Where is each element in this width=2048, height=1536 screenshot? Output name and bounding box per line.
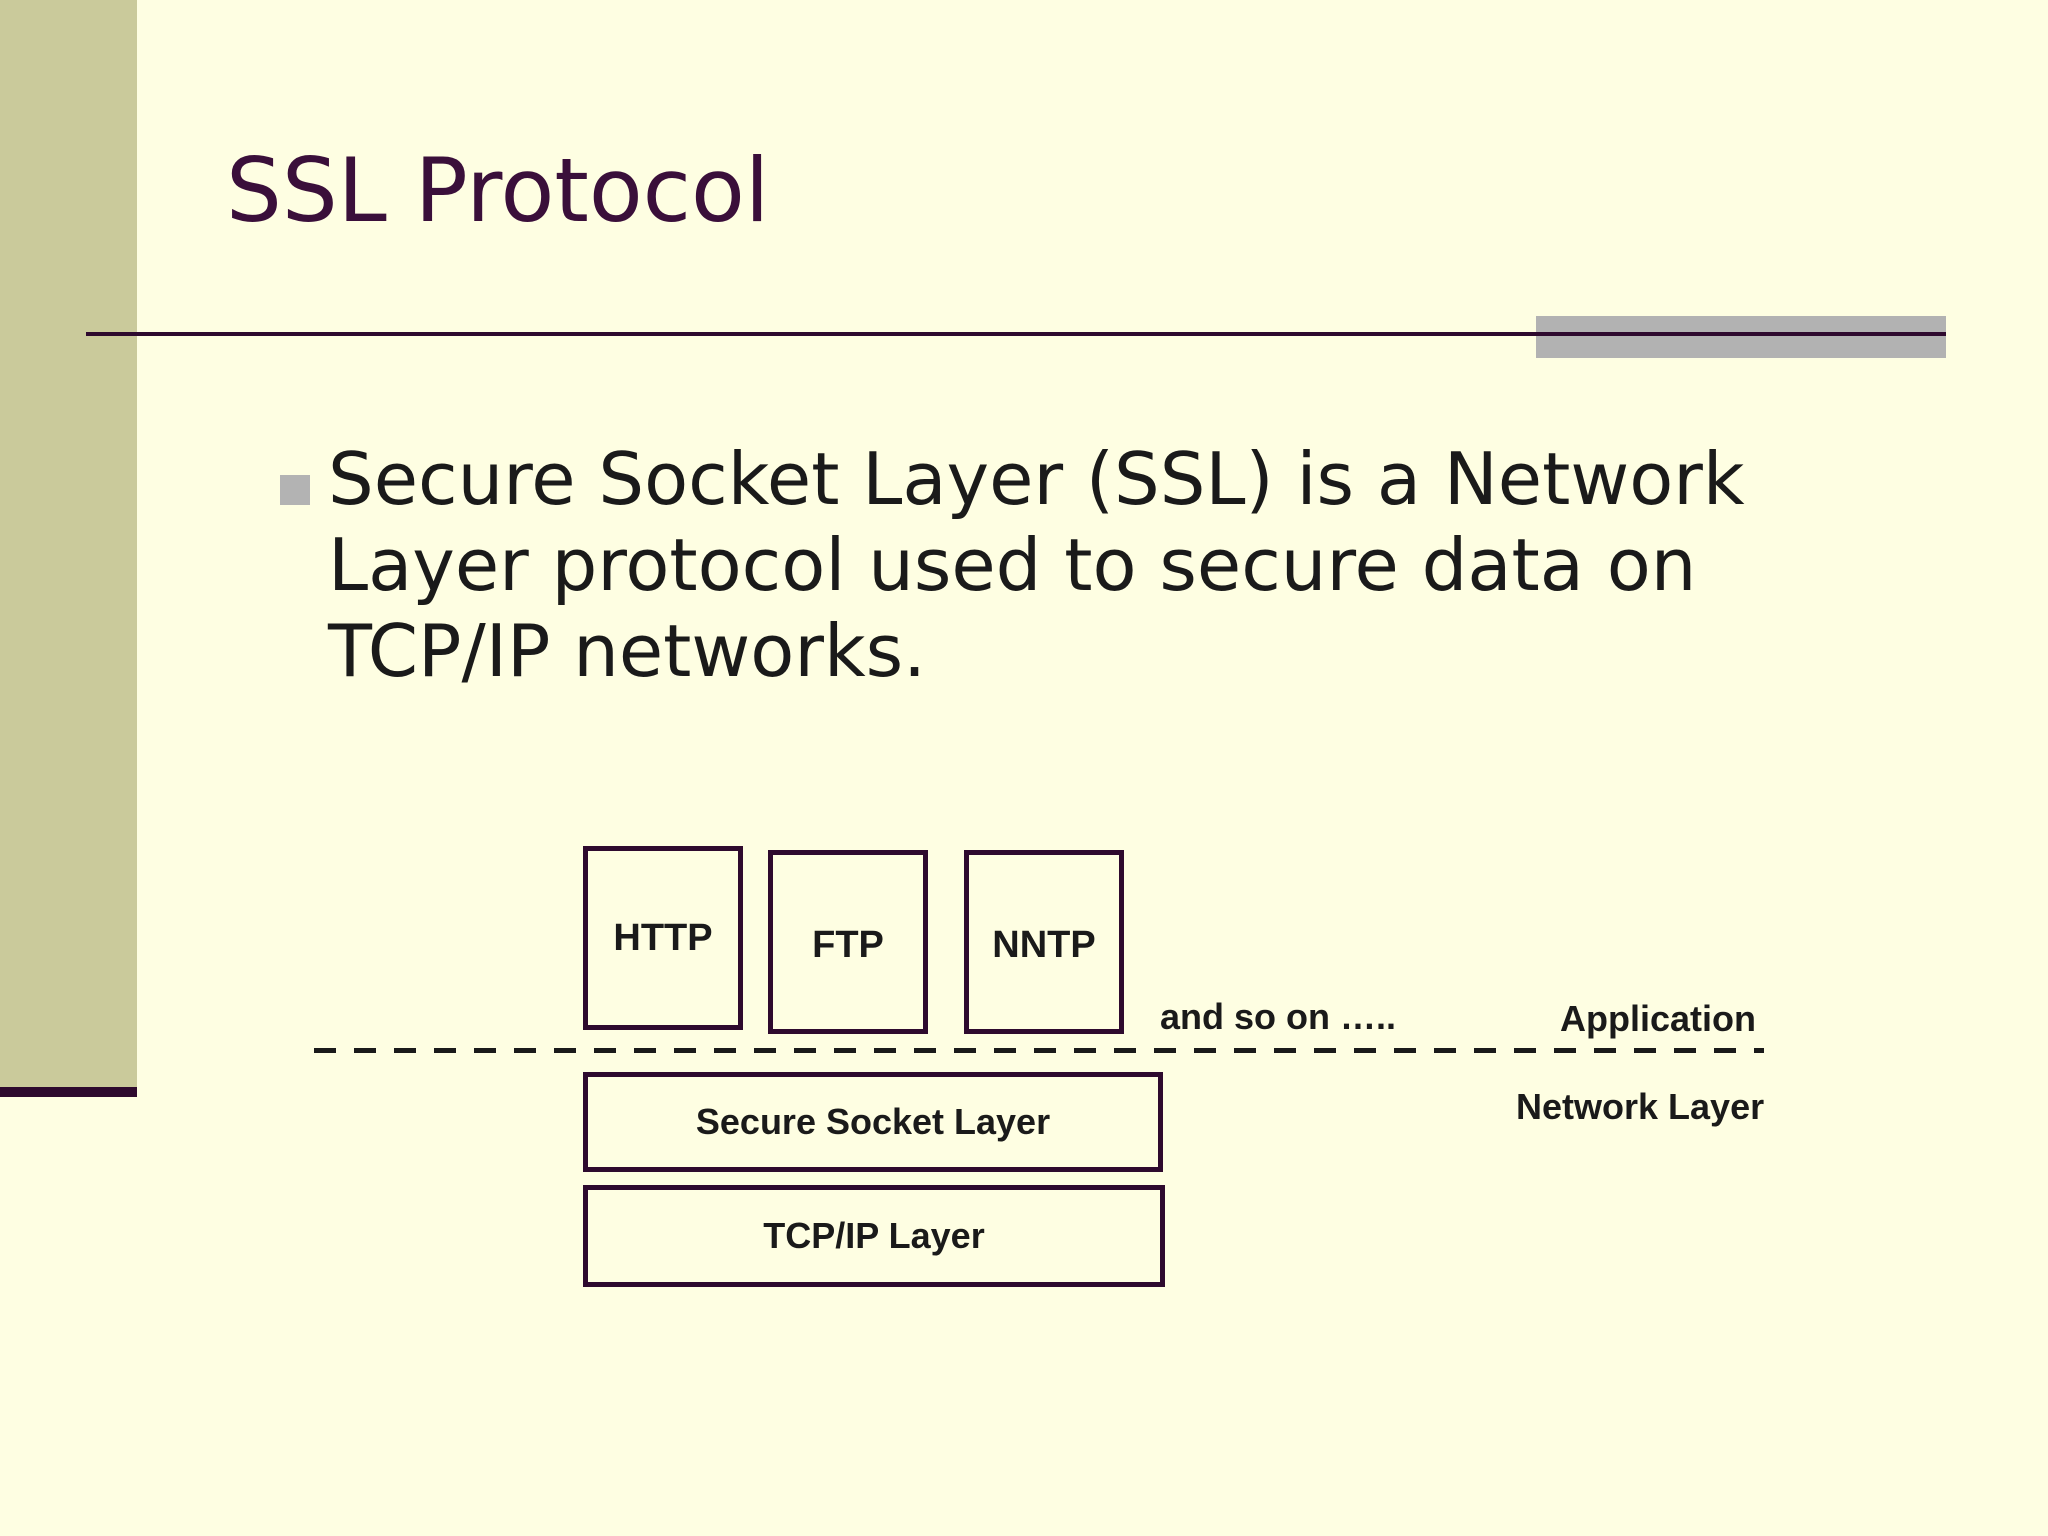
ftp-box: FTP [768, 850, 928, 1034]
bullet-square-icon [280, 475, 310, 505]
http-box: HTTP [583, 846, 743, 1030]
layer-divider-dashed-line [314, 1048, 1764, 1053]
slide-title: SSL Protocol [226, 139, 770, 242]
nntp-box: NNTP [964, 850, 1124, 1034]
application-label: Application [1560, 998, 1756, 1039]
title-rule [86, 332, 1946, 336]
and-so-on-label: and so on ….. [1160, 996, 1397, 1037]
network-layer-label: Network Layer [1516, 1086, 1765, 1127]
bullet-text: Secure Socket Layer (SSL) is a Network L… [328, 437, 1745, 693]
title-rule-grey-accent [1536, 316, 1946, 358]
tcpip-layer-box: TCP/IP Layer [583, 1185, 1165, 1287]
side-bar-decoration [0, 0, 137, 1087]
secure-socket-layer-box: Secure Socket Layer [583, 1072, 1163, 1172]
side-bar-accent [0, 1087, 137, 1097]
